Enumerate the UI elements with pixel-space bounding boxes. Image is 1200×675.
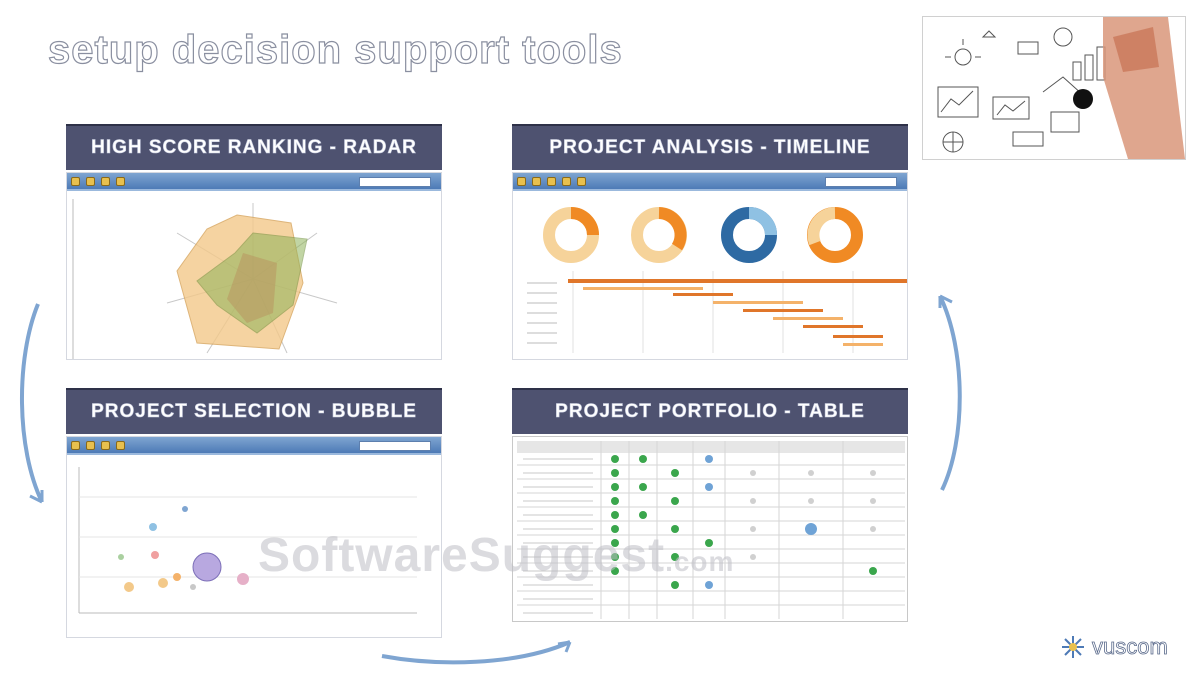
toolbar-field — [825, 177, 897, 187]
radar-chart — [72, 199, 338, 359]
toolbar — [67, 437, 441, 455]
toolbar-icon — [71, 177, 80, 186]
app-screenshot — [512, 436, 908, 622]
toolbar — [513, 173, 907, 191]
bubble-chart — [78, 467, 417, 614]
toolbar-field — [359, 177, 431, 187]
panel-header: PROJECT ANALYSIS - TIMELINE — [512, 124, 908, 170]
panel-title: HIGH SCORE RANKING - RADAR — [91, 137, 417, 159]
logo-text: vuscom — [1092, 634, 1169, 660]
company-logo: vuscom — [1060, 634, 1168, 660]
table-panel: PROJECT PORTFOLIO - TABLE — [512, 388, 908, 622]
timeline-panel: PROJECT ANALYSIS - TIMELINE — [512, 124, 908, 360]
bubble-panel: PROJECT SELECTION - BUBBLE — [66, 388, 442, 638]
app-screenshot — [66, 172, 442, 360]
toolbar-icon — [562, 177, 571, 186]
portfolio-table — [517, 441, 905, 619]
app-screenshot — [66, 436, 442, 638]
circular-arrow-icon — [19, 303, 44, 504]
radar-panel: HIGH SCORE RANKING - RADAR — [66, 124, 442, 360]
toolbar-icon — [101, 177, 110, 186]
toolbar-icon — [71, 441, 80, 450]
toolbar-icon — [577, 177, 586, 186]
toolbar-icon — [532, 177, 541, 186]
toolbar-icon — [86, 177, 95, 186]
toolbar-icon — [116, 177, 125, 186]
panel-title: PROJECT ANALYSIS - TIMELINE — [549, 137, 871, 159]
app-screenshot — [512, 172, 908, 360]
watermark-domain: .com — [665, 546, 735, 577]
toolbar-icon — [116, 441, 125, 450]
decision-collage-icon — [922, 16, 1186, 160]
toolbar-icon — [547, 177, 556, 186]
logo-star-icon — [1062, 636, 1084, 658]
toolbar — [67, 173, 441, 191]
circular-arrow-icon — [381, 640, 572, 665]
panel-title: PROJECT SELECTION - BUBBLE — [91, 401, 417, 423]
panel-title: PROJECT PORTFOLIO - TABLE — [555, 401, 865, 423]
panel-header: PROJECT PORTFOLIO - TABLE — [512, 388, 908, 434]
toolbar-field — [359, 441, 431, 451]
watermark: SoftwareSuggest.com — [258, 528, 734, 583]
watermark-text: SoftwareSuggest — [258, 529, 666, 582]
page-title: setup decision support tools — [47, 27, 623, 72]
timeline-chart — [527, 207, 907, 353]
circular-arrow-icon — [938, 294, 962, 491]
toolbar-icon — [86, 441, 95, 450]
toolbar-icon — [517, 177, 526, 186]
panel-header: PROJECT SELECTION - BUBBLE — [66, 388, 442, 434]
panel-header: HIGH SCORE RANKING - RADAR — [66, 124, 442, 170]
toolbar-icon — [101, 441, 110, 450]
